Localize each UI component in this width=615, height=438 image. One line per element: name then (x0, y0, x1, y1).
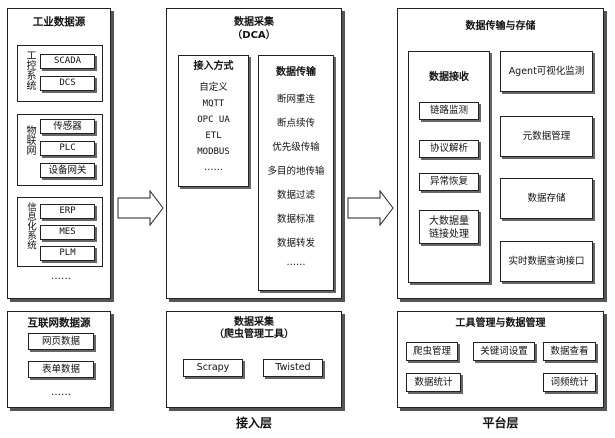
control-systems-group: 工控系统 SCADA DCS (17, 45, 103, 102)
tools-item-crawler-mgmt: 爬虫管理 (406, 342, 458, 361)
access-item-opcua: OPC UA (197, 115, 230, 125)
data-transfer-title: 数据传输 (276, 67, 316, 78)
internet-item-form: 表单数据 (28, 361, 94, 378)
receive-item-bulk-link: 大数据量链接处理 (419, 210, 479, 244)
tools-item-word-freq: 词频统计 (543, 373, 596, 392)
data-transfer-box: 数据传输 断网重连 断点续传 优先级传输 多目的地传输 数据过滤 数据标准 数据… (258, 55, 334, 291)
storage-title: 数据传输与存储 (465, 21, 536, 32)
industrial-ellipsis: …… (51, 271, 71, 282)
access-layer-label: 接入层 (235, 416, 272, 430)
access-item-custom: 自定义 (199, 82, 228, 93)
tools-item-data-view: 数据查看 (543, 342, 596, 361)
transfer-ellipsis: …… (286, 257, 306, 268)
source-item-erp: ERP (40, 204, 95, 219)
data-receive-box: 数据接收 链路监测 协议解析 异常恢复 大数据量链接处理 (408, 51, 490, 283)
source-item-dcs: DCS (40, 76, 95, 91)
access-methods-box: 接入方式 自定义 MQTT OPC UA ETL MODBUS …… (178, 55, 249, 187)
source-item-mes: MES (40, 225, 95, 240)
source-item-plm: PLM (40, 246, 95, 261)
arrow-sources-to-access (117, 189, 164, 227)
data-transfer-list: 断网重连 断点续传 优先级传输 多目的地传输 数据过滤 数据标准 数据转发 …… (259, 88, 333, 270)
access-ellipsis: …… (204, 162, 223, 173)
transfer-item-filter: 数据过滤 (276, 190, 315, 201)
storage-item-realtime-query: 实时数据查询接口 (500, 241, 593, 282)
internet-sources-panel: 互联网数据源 网页数据 表单数据 …… (7, 311, 111, 408)
access-item-etl: ETL (205, 131, 222, 141)
tools-title: 工具管理与数据管理 (455, 318, 546, 329)
dca-subtitle: （DCA） (232, 30, 276, 41)
data-receive-title: 数据接收 (429, 72, 469, 83)
transfer-item-forward: 数据转发 (276, 238, 315, 249)
dca-title: 数据采集 (234, 17, 274, 28)
tools-item-data-stats: 数据统计 (406, 373, 461, 392)
storage-item-agent-monitor: Agent可视化监测 (500, 51, 593, 92)
crawler-panel: 数据采集 （爬虫管理工具） Scrapy Twisted (166, 311, 342, 408)
crawler-item-scrapy: Scrapy (183, 359, 243, 377)
internet-item-web: 网页数据 (28, 333, 94, 350)
control-systems-label: 工控系统 (24, 50, 35, 90)
info-systems-label: 信息化系统 (25, 202, 36, 250)
receive-item-bulk-link-label: 大数据量链接处理 (429, 216, 469, 240)
source-item-gateway: 设备网关 (40, 163, 95, 178)
industrial-sources-panel: 工业数据源 工控系统 SCADA DCS 物联网 传感器 PLC 设备网关 信息… (7, 8, 111, 299)
iot-group: 物联网 传感器 PLC 设备网关 (17, 114, 103, 186)
access-item-modbus: MODBUS (197, 147, 230, 157)
source-item-scada: SCADA (40, 54, 95, 69)
access-methods-list: 自定义 MQTT OPC UA ETL MODBUS …… (179, 80, 248, 176)
tools-item-keyword: 关键词设置 (473, 342, 535, 361)
source-item-plc: PLC (40, 141, 95, 156)
internet-ellipsis: …… (51, 387, 71, 398)
crawler-title: 数据采集 (234, 317, 274, 328)
arrow-access-to-platform (347, 189, 394, 227)
storage-item-data-storage: 数据存储 (500, 178, 593, 219)
iot-label: 物联网 (24, 125, 35, 155)
tools-panel: 工具管理与数据管理 爬虫管理 关键词设置 数据查看 数据统计 词频统计 (397, 311, 604, 408)
access-methods-title: 接入方式 (193, 61, 234, 72)
receive-item-protocol-parse: 协议解析 (419, 140, 479, 158)
transfer-item-standard: 数据标准 (276, 214, 315, 225)
transfer-item-priority: 优先级传输 (272, 142, 320, 153)
receive-item-link-monitor: 链路监测 (419, 102, 479, 120)
industrial-sources-title: 工业数据源 (32, 16, 86, 28)
info-systems-group: 信息化系统 ERP MES PLM (17, 197, 103, 267)
transfer-item-multi-dest: 多目的地传输 (267, 166, 325, 177)
crawler-item-twisted: Twisted (263, 359, 323, 377)
storage-panel: 数据传输与存储 数据接收 链路监测 协议解析 异常恢复 大数据量链接处理 Age… (397, 8, 604, 299)
access-item-mqtt: MQTT (202, 99, 225, 109)
transfer-item-reconnect: 断网重连 (276, 94, 315, 105)
receive-item-recovery: 异常恢复 (419, 173, 479, 191)
storage-item-metadata: 元数据管理 (500, 116, 593, 157)
transfer-item-resume: 断点续传 (276, 118, 315, 129)
source-item-sensor: 传感器 (40, 119, 95, 134)
internet-sources-title: 互联网数据源 (27, 317, 91, 329)
platform-layer-label: 平台层 (482, 416, 519, 430)
crawler-subtitle: （爬虫管理工具） (214, 329, 294, 340)
dca-panel: 数据采集 （DCA） 接入方式 自定义 MQTT OPC UA ETL MODB… (166, 8, 342, 299)
